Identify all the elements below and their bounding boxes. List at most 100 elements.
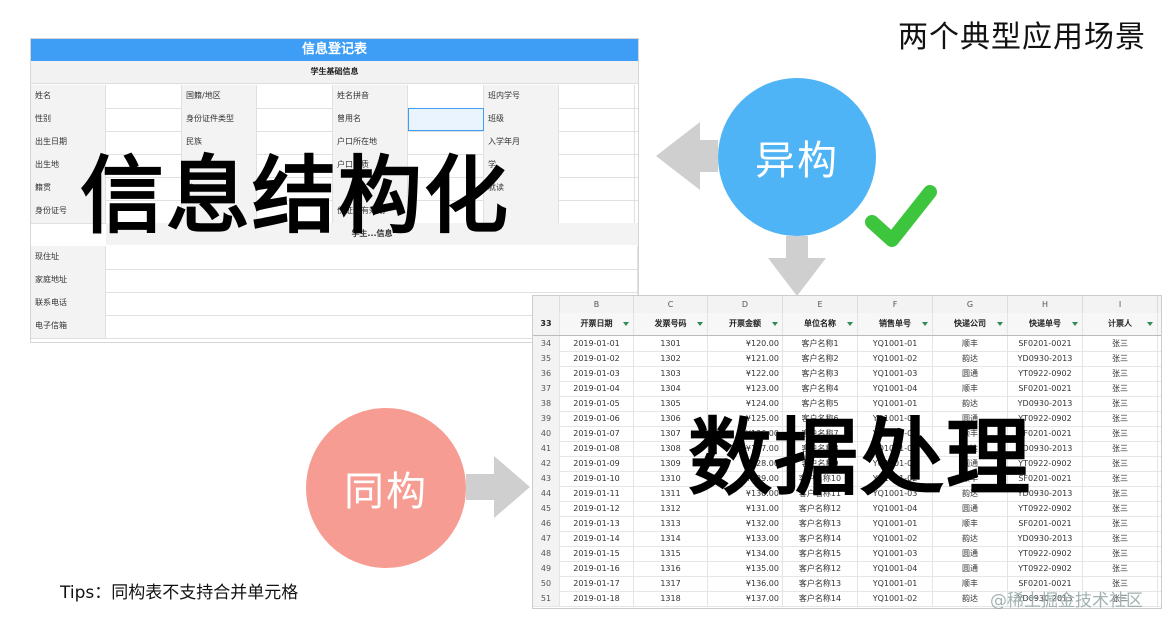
table-cell[interactable]: 顺丰 bbox=[933, 426, 1008, 441]
table-cell[interactable]: 1311 bbox=[634, 486, 708, 501]
table-cell[interactable]: 顺丰 bbox=[933, 336, 1008, 351]
column-header-filter[interactable]: 单位名称 bbox=[783, 313, 858, 335]
form-field-input[interactable] bbox=[257, 154, 333, 177]
table-cell[interactable]: YQ1001-02 bbox=[858, 471, 933, 486]
table-cell[interactable]: YQ1001-02 bbox=[858, 531, 933, 546]
row-number[interactable]: 35 bbox=[533, 351, 560, 366]
table-cell[interactable]: YQ1001-01 bbox=[858, 456, 933, 471]
form-field-input[interactable] bbox=[257, 85, 333, 108]
table-cell[interactable]: 韵达 bbox=[933, 396, 1008, 411]
row-number[interactable]: 40 bbox=[533, 426, 560, 441]
table-cell[interactable]: 2019-01-15 bbox=[560, 546, 634, 561]
table-cell[interactable]: 2019-01-18 bbox=[560, 591, 634, 606]
form-field-input[interactable] bbox=[408, 200, 484, 223]
row-number[interactable]: 41 bbox=[533, 441, 560, 456]
table-cell[interactable]: 1305 bbox=[634, 396, 708, 411]
table-cell[interactable]: YQ1001-04 bbox=[858, 561, 933, 576]
column-letter[interactable]: E bbox=[783, 296, 858, 313]
table-cell[interactable]: 1306 bbox=[634, 411, 708, 426]
table-cell[interactable]: 2019-01-14 bbox=[560, 531, 634, 546]
table-cell[interactable]: 2019-01-10 bbox=[560, 471, 634, 486]
table-cell[interactable]: 韵达 bbox=[933, 441, 1008, 456]
row-number[interactable]: 34 bbox=[533, 336, 560, 351]
table-cell[interactable]: 客户名称12 bbox=[783, 501, 858, 516]
table-cell[interactable]: YQ1001-01 bbox=[858, 336, 933, 351]
row-number[interactable]: 49 bbox=[533, 561, 560, 576]
table-cell[interactable]: 2019-01-17 bbox=[560, 576, 634, 591]
row-number[interactable]: 48 bbox=[533, 546, 560, 561]
table-cell[interactable]: 1318 bbox=[634, 591, 708, 606]
table-cell[interactable]: YT0922-0902 bbox=[1008, 561, 1083, 576]
table-cell[interactable]: ¥125.00 bbox=[708, 411, 783, 426]
form-field-input[interactable] bbox=[408, 108, 484, 131]
table-cell[interactable]: 张三 bbox=[1083, 336, 1158, 351]
column-header-filter[interactable]: 计票人 bbox=[1083, 313, 1158, 335]
table-cell[interactable]: 张三 bbox=[1083, 441, 1158, 456]
column-header-filter[interactable]: 开票日期 bbox=[560, 313, 634, 335]
table-cell[interactable]: 张三 bbox=[1083, 396, 1158, 411]
form-field-input[interactable] bbox=[257, 131, 333, 154]
row-number[interactable]: 42 bbox=[533, 456, 560, 471]
table-cell[interactable]: 张三 bbox=[1083, 516, 1158, 531]
table-cell[interactable]: ¥129.00 bbox=[708, 471, 783, 486]
table-cell[interactable]: 客户名称2 bbox=[783, 351, 858, 366]
table-cell[interactable]: YQ1001-02 bbox=[858, 591, 933, 606]
table-cell[interactable]: 张三 bbox=[1083, 381, 1158, 396]
table-cell[interactable]: YD0930-2013 bbox=[1008, 441, 1083, 456]
table-cell[interactable]: 1317 bbox=[634, 576, 708, 591]
form-field-input[interactable] bbox=[106, 269, 638, 292]
table-cell[interactable]: SF0201-0021 bbox=[1008, 381, 1083, 396]
form-field-input[interactable] bbox=[559, 108, 635, 131]
table-cell[interactable]: 2019-01-13 bbox=[560, 516, 634, 531]
table-cell[interactable]: 张三 bbox=[1083, 471, 1158, 486]
row-number[interactable]: 43 bbox=[533, 471, 560, 486]
table-cell[interactable]: 顺丰 bbox=[933, 471, 1008, 486]
table-cell[interactable]: 2019-01-07 bbox=[560, 426, 634, 441]
row-number[interactable]: 51 bbox=[533, 591, 560, 606]
table-cell[interactable]: YQ1001-04 bbox=[858, 381, 933, 396]
form-field-input[interactable] bbox=[106, 108, 182, 131]
table-cell[interactable]: 客户名称4 bbox=[783, 381, 858, 396]
column-letter[interactable]: F bbox=[858, 296, 933, 313]
table-cell[interactable]: 客户名称7 bbox=[783, 426, 858, 441]
table-cell[interactable]: SF0201-0021 bbox=[1008, 336, 1083, 351]
table-cell[interactable]: 2019-01-12 bbox=[560, 501, 634, 516]
table-cell[interactable]: 客户名称1 bbox=[783, 336, 858, 351]
table-cell[interactable]: 客户名称3 bbox=[783, 366, 858, 381]
column-letter[interactable]: B bbox=[560, 296, 634, 313]
form-field-input[interactable] bbox=[106, 177, 182, 200]
form-field-input[interactable] bbox=[408, 85, 484, 108]
table-cell[interactable]: SF0201-0021 bbox=[1008, 426, 1083, 441]
row-number[interactable]: 39 bbox=[533, 411, 560, 426]
table-cell[interactable]: 客户名称9 bbox=[783, 456, 858, 471]
table-cell[interactable]: ¥124.00 bbox=[708, 396, 783, 411]
table-cell[interactable]: SF0201-0021 bbox=[1008, 576, 1083, 591]
table-cell[interactable]: ¥134.00 bbox=[708, 546, 783, 561]
table-cell[interactable]: YT0922-0902 bbox=[1008, 366, 1083, 381]
table-cell[interactable]: ¥136.00 bbox=[708, 576, 783, 591]
table-cell[interactable]: 客户名称5 bbox=[783, 396, 858, 411]
table-cell[interactable]: 客户名称10 bbox=[783, 471, 858, 486]
table-cell[interactable]: 张三 bbox=[1083, 546, 1158, 561]
table-cell[interactable]: ¥132.00 bbox=[708, 516, 783, 531]
form-field-input[interactable] bbox=[106, 85, 182, 108]
row-number[interactable]: 46 bbox=[533, 516, 560, 531]
table-cell[interactable]: 客户名称14 bbox=[783, 531, 858, 546]
table-cell[interactable]: YD0930-2013 bbox=[1008, 396, 1083, 411]
row-number[interactable]: 47 bbox=[533, 531, 560, 546]
table-cell[interactable]: ¥126.00 bbox=[708, 426, 783, 441]
table-cell[interactable]: SF0201-0021 bbox=[1008, 516, 1083, 531]
table-cell[interactable]: 张三 bbox=[1083, 531, 1158, 546]
form-field-input[interactable] bbox=[408, 154, 484, 177]
table-cell[interactable]: SF0201-0021 bbox=[1008, 471, 1083, 486]
table-cell[interactable]: 1308 bbox=[634, 441, 708, 456]
row-number[interactable]: 38 bbox=[533, 396, 560, 411]
table-cell[interactable]: 2019-01-11 bbox=[560, 486, 634, 501]
form-field-input[interactable] bbox=[559, 177, 635, 200]
table-cell[interactable]: 圆通 bbox=[933, 411, 1008, 426]
table-cell[interactable]: YQ1001-01 bbox=[858, 576, 933, 591]
table-cell[interactable]: ¥130.00 bbox=[708, 486, 783, 501]
table-cell[interactable]: ¥137.00 bbox=[708, 591, 783, 606]
form-field-input[interactable] bbox=[408, 177, 484, 200]
row-number[interactable]: 33 bbox=[533, 313, 560, 335]
